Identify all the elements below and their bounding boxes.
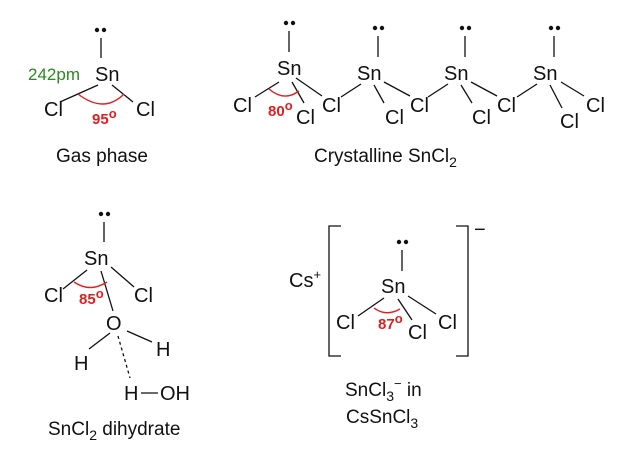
chlorine-atom: Cl — [134, 285, 153, 307]
caption-anion-line1: SnCl3− in — [345, 376, 422, 404]
anion-charge: − — [474, 219, 486, 241]
hydrogen-atom: H — [156, 339, 170, 361]
caption-dihydrate: SnCl2 dihydrate — [48, 419, 180, 443]
chlorine-atom: Cl — [408, 322, 427, 344]
chlorine-atom: Cl — [438, 312, 457, 334]
sn-cl-bond — [111, 84, 134, 103]
bond-angle-arc — [77, 93, 125, 105]
caption-gas-phase: Gas phase — [56, 146, 148, 167]
chlorine-atom: Cl — [44, 99, 63, 121]
chlorine-atom: Cl — [385, 107, 404, 129]
chlorine-atom: Cl — [472, 107, 491, 129]
cesium-cation: Cs+ — [289, 267, 321, 292]
tin-atom: Sn — [533, 63, 557, 85]
bond-angle-value: 87o — [378, 311, 403, 333]
tin-atom: Sn — [277, 58, 301, 80]
chlorine-atom: Cl — [136, 99, 155, 121]
right-bracket — [456, 225, 469, 357]
sn-cl-bond — [59, 84, 99, 103]
gas-phase-structure: Sn 242pm Cl Cl 95o Gas phase — [28, 27, 155, 167]
tin-atom: Sn — [84, 248, 108, 270]
left-bracket — [328, 225, 341, 357]
lone-pair-dot — [101, 27, 107, 33]
chlorine-atom: Cl — [322, 95, 341, 117]
chlorine-atom: Cl — [410, 95, 429, 117]
tin-atom: Sn — [357, 63, 381, 85]
oxygen-atom: O — [106, 313, 122, 335]
hydrogen-atom: H — [124, 383, 138, 405]
chlorine-atom: Cl — [233, 95, 252, 117]
bond-length-label: 242pm — [28, 65, 80, 84]
crystalline-structure: Sn Cl Cl 80o Sn Cl Cl Sn Cl Cl Sn Cl Cl — [233, 20, 605, 170]
chlorine-atom: Cl — [336, 312, 355, 334]
chlorine-atom: Cl — [44, 285, 63, 307]
hydroxyl-group: OH — [160, 383, 190, 405]
caption-crystalline: Crystalline SnCl2 — [314, 146, 457, 170]
trichlorostannate-structure: Cs+ − Sn Cl Cl Cl 87o SnCl3− in CsSnCl3 — [289, 219, 486, 431]
tin-atom: Sn — [381, 276, 405, 298]
chlorine-atom: Cl — [560, 111, 579, 133]
tin-atom: Sn — [95, 64, 119, 86]
chlorine-atom: Cl — [497, 95, 516, 117]
lone-pair-dot — [94, 27, 100, 33]
chlorine-atom: Cl — [296, 107, 315, 129]
tin-atom: Sn — [444, 63, 468, 85]
bond-angle-value: 80o — [268, 98, 293, 120]
hydrogen-atom: H — [74, 353, 88, 375]
chlorine-atom: Cl — [586, 95, 605, 117]
bond-angle-value: 95o — [92, 106, 117, 128]
caption-anion-line2: CsSnCl3 — [346, 407, 418, 431]
bond-angle-value: 85o — [79, 286, 104, 308]
dihydrate-structure: Sn Cl Cl 85o O H H H OH SnCl2 dihydrate — [44, 211, 190, 443]
